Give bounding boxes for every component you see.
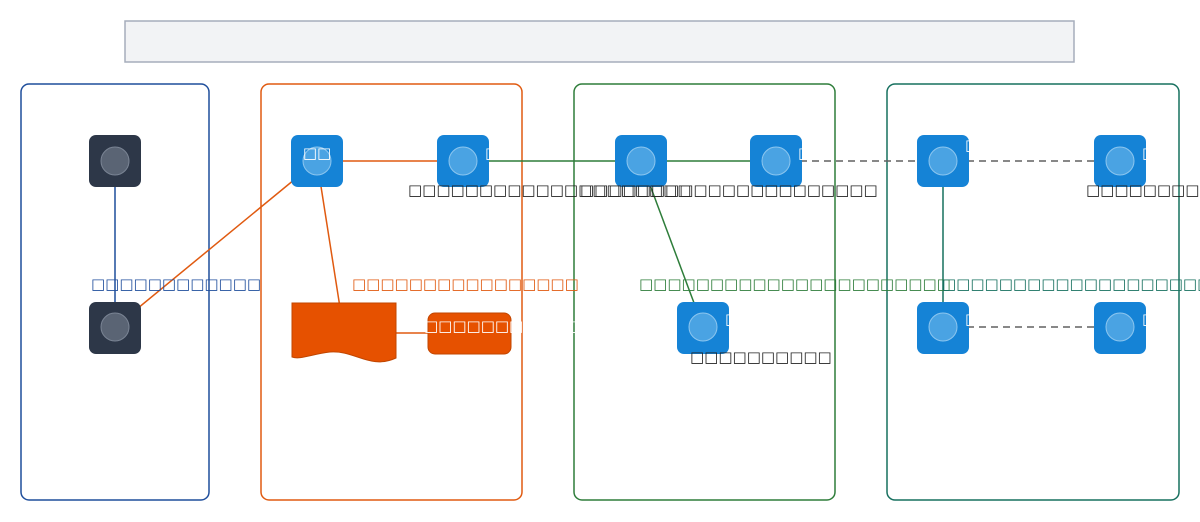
node-n4b[interactable]: □ [1094,135,1156,187]
node-n3a[interactable] [615,135,667,187]
node-n3b[interactable]: □ [750,135,812,187]
node-n2b[interactable]: □ [437,135,499,187]
user-icon [100,312,130,342]
node-n1b[interactable] [89,302,141,354]
caption-row1-mid: □□□□□□□□□□□□□□□□□□□□□ [580,181,878,199]
user-icon [100,146,130,176]
node-n1a[interactable] [89,135,141,187]
node-n2-doc[interactable] [291,302,397,363]
server-icon [1105,146,1135,176]
edge-n3a-n3c [640,160,705,329]
node-n2a-caption: □□ [303,144,331,162]
server-icon [928,146,958,176]
node-n4d-side: □ [1142,310,1156,328]
server-icon [761,146,791,176]
node-n4b-side: □ [1142,144,1156,162]
node-n2-pill[interactable]: □□□□□□□□□□□□ [424,312,594,355]
lane-4-label: □□□□□□□□□□□□□□□□□□□□□□□□□□□ [942,275,1200,293]
node-n4c-side: □ [965,310,979,328]
node-n3c-side: □ [725,310,739,328]
server-icon [448,146,478,176]
caption-row1-right: □□□□□□□□□□□□□ [1086,181,1200,199]
node-n2b-side: □ [485,144,499,162]
document-icon [291,302,397,363]
lane-2-container [260,83,523,501]
lane-1-label: □□□□□□□□□□□□ [91,275,261,293]
node-n4d[interactable]: □ [1094,302,1156,354]
node-n3c[interactable]: □ [677,302,739,354]
lane-1-container [20,83,210,501]
server-icon [626,146,656,176]
server-icon [688,312,718,342]
lane-3-label: □□□□□□□□□□□□□□□□□□□□□□ [639,275,951,293]
lane-2-label: □□□□□□□□□□□□□□□□ [352,275,579,293]
node-n3b-side: □ [798,144,812,162]
server-icon [928,312,958,342]
caption-row1-left: □□□□□□□□□□□□□□□□□□□□ [408,181,691,199]
node-n2-pill-caption: □□□□□□□□□□□□ [424,317,594,335]
node-n4a-side: □ [965,136,979,154]
top-banner [124,20,1075,63]
lane-4-container [886,83,1180,501]
server-icon [1105,312,1135,342]
caption-row3-mid: □□□□□□□□□□ [690,348,832,366]
server-icon [302,146,332,176]
lane-3-container [573,83,836,501]
edge-n1b-n2a [114,159,319,328]
node-n4c[interactable]: □ [917,302,979,354]
node-n2a[interactable]: □□ [291,135,343,187]
node-n4a[interactable]: □ [917,135,979,187]
